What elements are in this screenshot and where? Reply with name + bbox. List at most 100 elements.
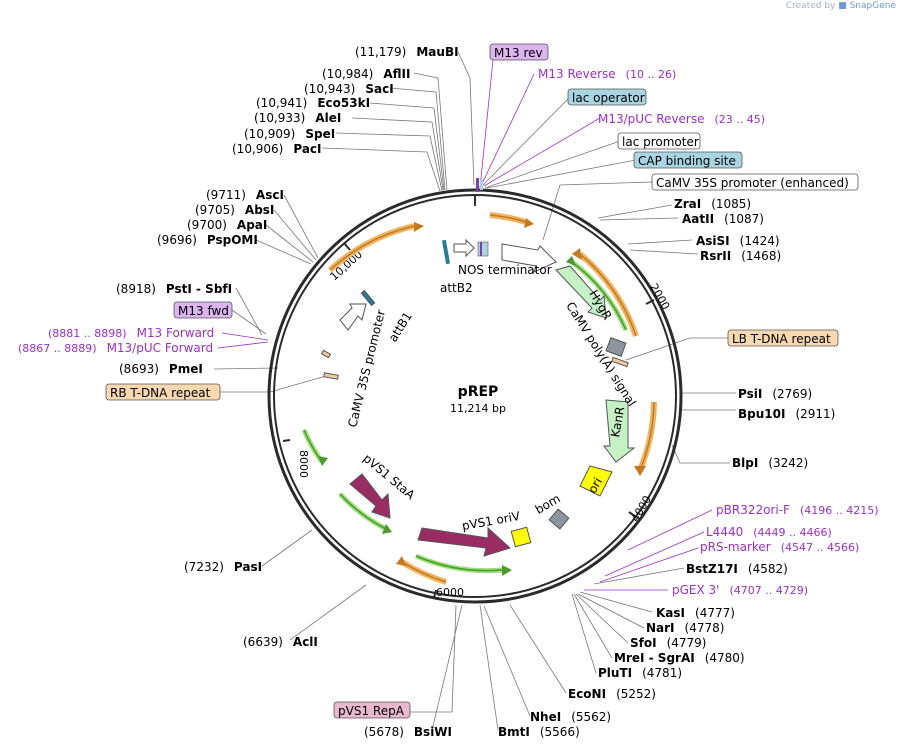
tick-label-4000: 4000 bbox=[629, 493, 654, 524]
camv-35s-arrow bbox=[339, 303, 367, 331]
map-text: (8918)PstI - SbfI bbox=[116, 282, 232, 296]
sites_left-6-name: PacI bbox=[293, 142, 321, 156]
map-path bbox=[235, 287, 263, 336]
map-path bbox=[625, 337, 728, 361]
map-text: KasI (4777) bbox=[656, 606, 735, 620]
sites_right-7-name: BstZ17I bbox=[686, 562, 738, 576]
map-text: pBR322ori-F (4196 .. 4215) bbox=[716, 503, 879, 517]
primers_right-1-name: M13/pUC Reverse bbox=[598, 112, 705, 126]
sites_right-0-name: ZraI bbox=[674, 197, 701, 211]
label-kanr: KanR bbox=[608, 406, 627, 439]
sites_right-12-pos: (4781) bbox=[642, 666, 682, 680]
sites_right-8-pos: (4777) bbox=[695, 606, 735, 620]
map-text: EcoNI(5252) bbox=[568, 687, 656, 701]
box-cap-site: CAP binding site bbox=[638, 154, 736, 168]
map-path bbox=[483, 605, 531, 717]
map-text: AatII(1087) bbox=[682, 212, 764, 226]
map-rect bbox=[474, 196, 476, 206]
map-path bbox=[627, 509, 713, 551]
sites_left-4-pos: (10,933) bbox=[254, 111, 305, 125]
map-rect bbox=[617, 132, 701, 150]
map-line bbox=[433, 589, 437, 599]
map-path bbox=[289, 584, 367, 641]
map-text: (9705)AbsI bbox=[195, 203, 274, 217]
map-path bbox=[542, 181, 653, 241]
plasmid-name: pREP bbox=[458, 384, 499, 400]
sites_left-13-pos: (7232) bbox=[184, 560, 224, 574]
camv-polya-box bbox=[605, 337, 627, 357]
label-attb1: attB1 bbox=[386, 309, 415, 344]
map-path bbox=[579, 591, 653, 613]
map-path bbox=[221, 332, 269, 341]
box-lb-repeat: LB T-DNA repeat bbox=[732, 332, 831, 346]
map-rect bbox=[651, 173, 859, 191]
map-path bbox=[220, 375, 327, 393]
backbone-outer bbox=[267, 188, 683, 604]
map-rect bbox=[480, 242, 482, 256]
sites_right-11-pos: (4780) bbox=[705, 651, 745, 665]
map-text: (5678)BsiWI bbox=[364, 725, 452, 739]
primers_right-2-name: pBR322ori-F bbox=[716, 503, 790, 517]
map-path bbox=[415, 555, 503, 572]
box-camv-enh: CaMV 35S promoter (enhanced) bbox=[656, 176, 849, 190]
hygr-arrow bbox=[555, 265, 607, 319]
sites_right-13-pos: (5252) bbox=[616, 687, 656, 701]
map-rect bbox=[105, 383, 221, 401]
sites_left-5-name: SpeI bbox=[305, 127, 335, 141]
sites_right-3-pos: (1468) bbox=[741, 249, 781, 263]
map-text: SfoI(4779) bbox=[630, 636, 706, 650]
sites_left-4-name: AleI bbox=[315, 111, 341, 125]
map-path bbox=[265, 224, 314, 263]
map-path bbox=[579, 253, 637, 337]
primers_right-4-range: (4547 .. 4566) bbox=[781, 541, 860, 554]
map-text: NheI(5562) bbox=[530, 710, 611, 724]
primers_left-1-name: M13/pUC Forward bbox=[107, 341, 214, 355]
primers_right-3-name: L4440 bbox=[706, 525, 743, 539]
primers_right-1-range: (23 .. 45) bbox=[715, 113, 766, 126]
map-polygon bbox=[382, 524, 392, 534]
sites_right-6-name: BlpI bbox=[732, 456, 758, 470]
sites_left-14-pos: (6639) bbox=[243, 635, 283, 649]
map-text: MreI - SgrAI(4780) bbox=[614, 651, 745, 665]
box-m13-rev: M13 rev bbox=[494, 46, 543, 60]
sites_left-11-pos: (8918) bbox=[116, 282, 156, 296]
sites_right-14-name: NheI bbox=[530, 710, 561, 724]
map-path bbox=[369, 102, 445, 191]
box-lac-operator: lac operator bbox=[572, 91, 645, 105]
map-path bbox=[480, 73, 535, 187]
sites_right-3-name: RsrII bbox=[700, 249, 731, 263]
map-path bbox=[577, 593, 645, 629]
map-path bbox=[217, 341, 269, 349]
map-path bbox=[484, 140, 621, 189]
map-polygon bbox=[566, 256, 576, 266]
snapgene-logo-icon: ■ bbox=[838, 1, 847, 11]
map-path bbox=[431, 604, 463, 731]
primers_right-2-range: (4196 .. 4215) bbox=[800, 504, 879, 517]
bom-box bbox=[548, 508, 570, 530]
map-path bbox=[575, 593, 629, 644]
sites_right-4-name: PsiI bbox=[738, 387, 762, 401]
map-rect bbox=[173, 301, 233, 319]
map-polygon bbox=[318, 456, 328, 466]
sites_left-3-name: Eco53kI bbox=[317, 96, 370, 110]
map-rect bbox=[320, 349, 332, 359]
sites_right-9-name: NarI bbox=[646, 621, 675, 635]
map-path bbox=[479, 59, 494, 189]
sites_right-1-name: AatII bbox=[682, 212, 714, 226]
map-path bbox=[599, 547, 699, 583]
sites_left-15-name: BsiWI bbox=[414, 725, 452, 739]
label-ori: ori bbox=[585, 475, 605, 496]
map-polygon bbox=[524, 218, 534, 228]
map-text: PsiI(2769) bbox=[738, 387, 812, 401]
primers_left-0-range: (8881 .. 8898) bbox=[48, 327, 127, 340]
map-rect bbox=[489, 43, 549, 61]
sites_right-2-pos: (1424) bbox=[740, 234, 780, 248]
map-text: BmtI(5566) bbox=[498, 725, 580, 739]
map-path bbox=[573, 593, 613, 659]
kanr-arrow bbox=[603, 399, 636, 463]
sites_right-8-name: KasI bbox=[656, 606, 685, 620]
map-path bbox=[486, 159, 637, 189]
box-m13-fwd: M13 fwd bbox=[178, 304, 229, 318]
map-path bbox=[479, 604, 499, 731]
strand-arcs bbox=[301, 212, 657, 585]
